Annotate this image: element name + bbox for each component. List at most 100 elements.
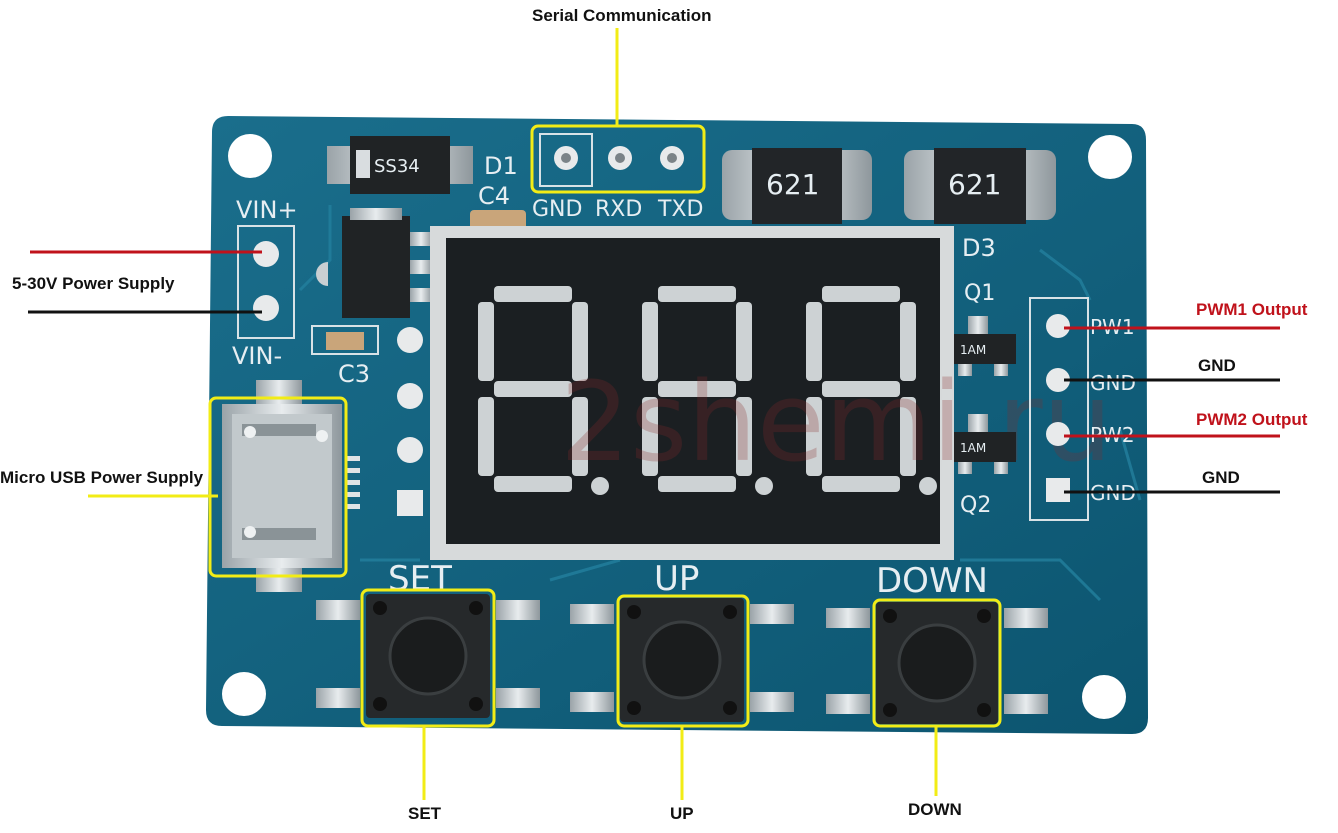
button-leg [496,600,540,620]
button-corner-dot [627,701,641,715]
silk-set: SET [388,559,452,599]
digit-1 [478,286,609,495]
micro-usb-port [222,380,360,592]
silk-vin-minus: VIN- [232,342,282,370]
pcb-traces [298,205,1142,602]
segment-6 [900,397,916,476]
button-corner-dot [627,605,641,619]
button-corner-dot [977,609,991,623]
silk-rxd: RXD [595,197,642,222]
callout-up: UP [670,804,694,823]
silk-vin-plus: VIN+ [236,196,298,224]
silk-q2: Q2 [960,493,991,518]
callout-pwm1-output: PWM1 Output [1196,300,1308,319]
silk-down: DOWN [876,561,988,601]
svg-text:621: 621 [948,168,1001,201]
down-button[interactable] [826,602,1048,724]
silk-d1: D1 [484,152,518,180]
segment-3 [736,302,752,381]
button-corner-dot [883,609,897,623]
display-pins-left [397,327,423,516]
segment-6 [572,397,588,476]
button-cap[interactable] [642,620,722,700]
button-leg [316,688,360,708]
button-corner-dot [469,697,483,711]
segment-3 [900,302,916,381]
silk-q1: Q1 [964,281,995,306]
d1-marking: SS34 [374,156,420,177]
diode-621-a: 621 [722,148,872,224]
pwm-header-pins [1046,314,1070,502]
vin-minus-pin [253,295,279,321]
callout-micro-usb: Micro USB Power Supply [0,468,204,487]
callout-power-supply: 5-30V Power Supply [12,274,175,293]
silk-d3: D3 [962,234,996,262]
segment-3 [572,302,588,381]
diode-d1: SS34 [327,136,473,194]
callout-set: SET [408,804,442,823]
segment-5 [806,397,822,476]
silk-c4: C4 [478,182,510,210]
button-cap[interactable] [388,616,468,696]
segment-1 [494,286,572,302]
callout-gnd-2: GND [1202,468,1240,487]
segment-7 [658,476,736,492]
segment-2 [478,302,494,381]
capacitor-c3 [326,332,364,350]
segment-5 [642,397,658,476]
segment-4 [494,381,572,397]
silk-up: UP [654,559,699,599]
silk-gnd: GND [532,197,582,222]
silk-gnd-a: GND [1090,371,1136,395]
button-corner-dot [373,601,387,615]
button-leg [570,604,614,624]
button-leg [826,608,870,628]
segment-2 [806,302,822,381]
svg-text:621: 621 [766,168,819,201]
segment-4 [658,381,736,397]
seven-segment-display: 2shemi.ru [430,226,1112,560]
segment-6 [736,397,752,476]
callout-serial-communication: Serial Communication [532,6,712,25]
segment-4 [822,381,900,397]
callout-gnd-1: GND [1198,356,1236,375]
tactile-buttons [316,594,1048,724]
up-button[interactable] [570,598,794,722]
button-corner-dot [373,697,387,711]
display-digits [478,286,937,495]
button-leg [316,600,360,620]
set-button[interactable] [316,594,540,718]
callout-lines [28,28,1280,800]
button-corner-dot [723,605,737,619]
transistor-q1: 1AM [954,316,1016,376]
segment-5 [478,397,494,476]
watermark: 2shemi.ru [560,358,1112,486]
vin-plus-pin [253,241,279,267]
silk-txd: TXD [657,197,703,222]
decimal-point [755,477,773,495]
button-corner-dot [977,703,991,717]
button-leg [750,692,794,712]
button-leg [570,692,614,712]
pwm-header-outline [1029,297,1089,521]
digit-3 [806,286,937,495]
decimal-point [591,477,609,495]
transistor-q2: 1AM [954,414,1016,474]
button-leg [1004,608,1048,628]
button-corner-dot [883,703,897,717]
button-leg [1004,694,1048,714]
segment-1 [658,286,736,302]
button-corner-dot [723,701,737,715]
segment-7 [822,476,900,492]
button-leg [750,604,794,624]
serial-header [539,133,684,187]
digit-2 [642,286,773,495]
button-corner-dot [469,601,483,615]
callout-pwm2-output: PWM2 Output [1196,410,1308,429]
silk-c3: C3 [338,360,370,388]
highlight-boxes [208,124,1002,728]
segment-7 [494,476,572,492]
button-cap[interactable] [897,623,977,703]
svg-text:1AM: 1AM [960,441,986,455]
